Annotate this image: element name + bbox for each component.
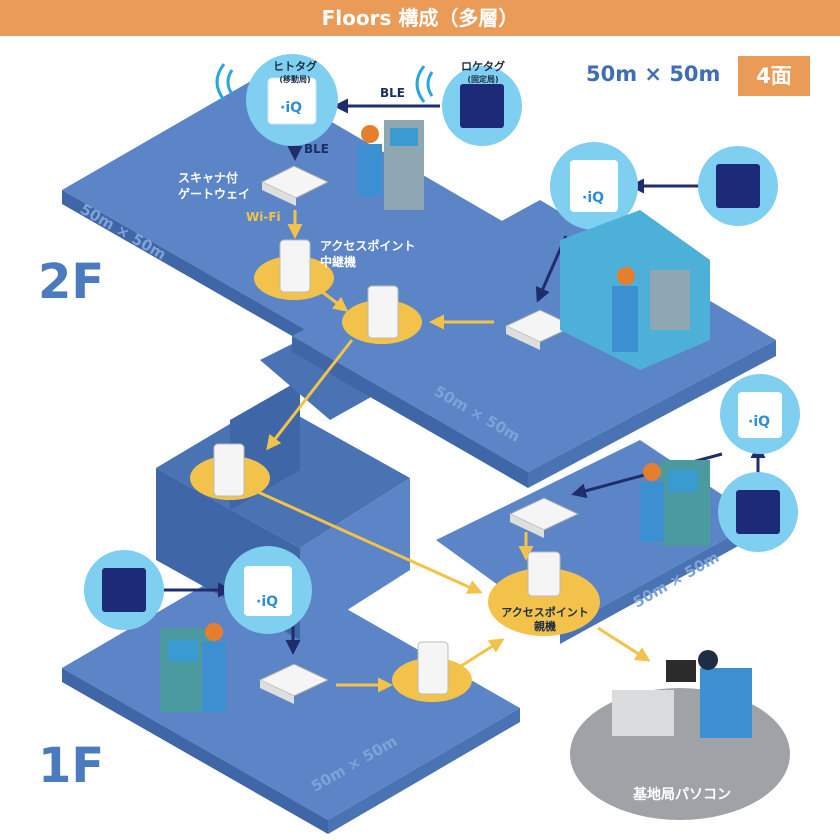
- floor-label-2f: 2F: [38, 254, 105, 310]
- wifi-label: Wi-Fi: [246, 210, 281, 224]
- location-tag-bubble-1f-left: [84, 550, 164, 630]
- ap-relay-stairs: [190, 443, 270, 500]
- worker-2f-left: [358, 125, 382, 196]
- scanner-gateway-label: スキャナ付 ゲートウェイ: [178, 170, 250, 202]
- ble-label-gateway: BLE: [304, 142, 329, 156]
- ap-relay-2f-mid: [342, 285, 422, 344]
- gateway-2f-right: [504, 309, 576, 350]
- area-size-label: 50m × 50m: [586, 62, 721, 86]
- base-pc-label: 基地局パソコン: [633, 787, 731, 803]
- location-tag-label: ロケタグ (固定局): [456, 58, 510, 85]
- location-tag-name: ロケタグ: [461, 60, 505, 73]
- person-tag-sub: (移動局): [279, 75, 311, 84]
- area-count-badge: 4面: [738, 56, 810, 96]
- tag-logo-2f-right: ·iQ: [582, 190, 605, 206]
- ap-master-line2: 親機: [534, 620, 556, 633]
- ap-relay-2f-left: [254, 239, 334, 300]
- person-tag-bubble-1f-right: [720, 374, 800, 454]
- person-tag-bubble-2f-right: [550, 142, 638, 230]
- base-pc-station: [570, 650, 790, 820]
- ap-master-line1: アクセスポイント: [501, 606, 589, 619]
- worker-1f-right: [640, 463, 664, 542]
- location-tag-bubble-2f-right: [698, 146, 778, 226]
- machine-1f-right: [660, 460, 710, 546]
- gateway-1f-right: [508, 497, 580, 538]
- location-tag-bubble-1f-right: [718, 472, 798, 552]
- gateway-1f-left: [258, 663, 330, 704]
- tag-logo-1f-right: ·iQ: [748, 414, 771, 430]
- ap-master-label: アクセスポイント 親機: [500, 606, 590, 634]
- tag-logo-1f-left: ·iQ: [256, 594, 279, 610]
- scanner-gateway-line2: ゲートウェイ: [178, 187, 251, 201]
- wifi-links: [257, 210, 651, 693]
- title-bar: [0, 0, 840, 36]
- ap-relay-1f: [392, 641, 472, 702]
- person-tag-name: ヒトタグ: [273, 60, 317, 73]
- location-tag-sub: (固定局): [467, 75, 499, 84]
- machine-2f-left: [384, 120, 424, 210]
- scanner-gateway-line1: スキャナ付: [178, 171, 239, 185]
- worker-1f-left: [202, 623, 226, 712]
- tag-logo-top: ·iQ: [280, 100, 303, 116]
- person-tag-bubble-1f-left: [224, 546, 312, 634]
- ap-relay-label: アクセスポイント 中継機: [320, 238, 415, 270]
- worker-2f-right: [612, 267, 638, 352]
- ap-relay-line2: 中継機: [320, 255, 357, 269]
- person-tag-label: ヒトタグ (移動局): [270, 58, 320, 85]
- ap-relay-line1: アクセスポイント: [320, 239, 416, 253]
- floor-1f-right-slab: [436, 440, 760, 644]
- ble-label-top: BLE: [380, 86, 405, 100]
- ap-master: [488, 551, 600, 636]
- location-tag-bubble: [415, 65, 522, 146]
- page-title: Floors 構成（多層）: [321, 6, 519, 30]
- gateway-2f-left: [260, 165, 330, 206]
- floor-label-1f: 1F: [38, 738, 105, 794]
- person-tag-bubble: [215, 54, 338, 146]
